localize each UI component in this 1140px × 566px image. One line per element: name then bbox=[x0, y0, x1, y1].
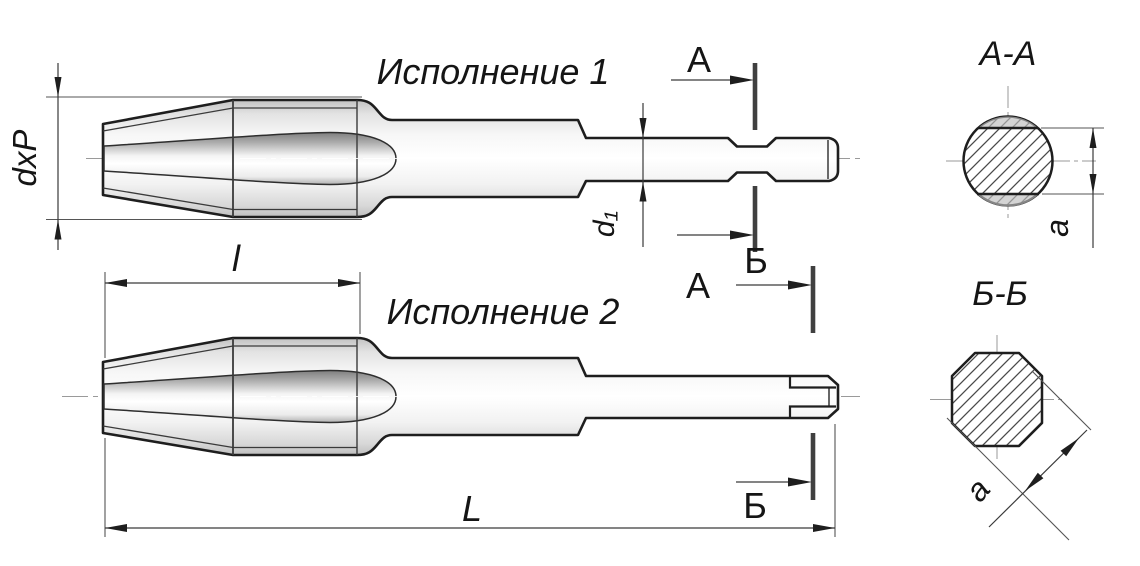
tap-version-2 bbox=[62, 336, 860, 457]
dim-d1-label: d₁ bbox=[588, 211, 621, 237]
section-a-label-bottom: А bbox=[686, 265, 710, 306]
tap2-end-slot bbox=[788, 376, 836, 418]
dim-L-label: L bbox=[462, 488, 482, 529]
dimension-L: L bbox=[104, 424, 836, 537]
dimension-d1: d₁ bbox=[588, 103, 647, 247]
arrow-down-left bbox=[1025, 472, 1044, 491]
section-bb-title: Б-Б bbox=[972, 275, 1028, 313]
dim-l-label: l bbox=[232, 238, 241, 279]
section-view-bb: Б-Б a bbox=[930, 275, 1092, 541]
dimension-l: l bbox=[104, 238, 361, 358]
aa-top-segment bbox=[978, 116, 1038, 128]
arrow-down bbox=[639, 118, 647, 138]
aa-bottom-segment bbox=[977, 194, 1039, 207]
version1-title: Исполнение 1 bbox=[377, 51, 610, 92]
arrow-up-right bbox=[1060, 438, 1079, 457]
arrow-right bbox=[730, 230, 754, 240]
section-cut-a: А А bbox=[671, 39, 758, 306]
arrow-left bbox=[105, 279, 127, 287]
aa-dimension-a: a bbox=[1039, 127, 1104, 248]
section-b-label-bottom: Б bbox=[743, 485, 767, 526]
arrow-right bbox=[813, 524, 835, 532]
arrow-down bbox=[1089, 174, 1097, 194]
section-aa-title: А-А bbox=[978, 35, 1037, 73]
tap-version-1 bbox=[86, 98, 860, 219]
arrow-right bbox=[788, 280, 812, 290]
dim-a-square-label: a bbox=[958, 472, 997, 509]
arrow-up bbox=[639, 181, 647, 202]
arrow-down bbox=[54, 77, 62, 97]
arrow-right bbox=[788, 477, 812, 487]
section-view-aa: А-А a bbox=[946, 35, 1104, 248]
version2-title: Исполнение 2 bbox=[387, 291, 620, 332]
aa-flats bbox=[977, 126, 1039, 196]
dim-dxp-label: dxP bbox=[6, 130, 43, 187]
arrow-left bbox=[105, 524, 127, 532]
section-a-label-top: А bbox=[687, 39, 711, 80]
arrow-up bbox=[1089, 128, 1097, 148]
arrow-up bbox=[54, 219, 62, 240]
arrow-right bbox=[730, 75, 754, 85]
arrow-right bbox=[338, 279, 360, 287]
section-b-label-top: Б bbox=[744, 240, 768, 281]
dim-a-flats-label: a bbox=[1039, 219, 1075, 237]
section-cut-b: Б Б bbox=[736, 240, 816, 526]
dimension-dxp: dxP bbox=[6, 63, 362, 250]
